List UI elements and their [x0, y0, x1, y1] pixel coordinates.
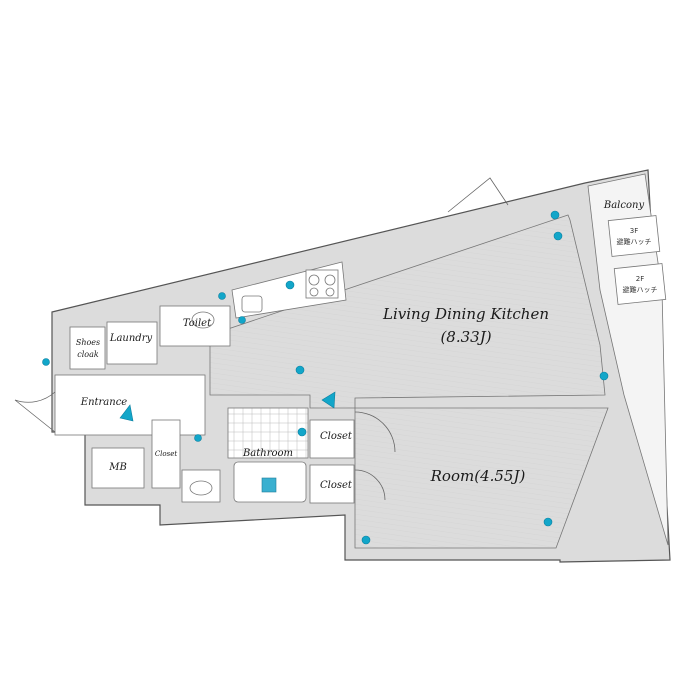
outlet-icon [238, 316, 246, 324]
bathroom-label: Bathroom [242, 448, 293, 459]
small-closet-area [151, 419, 181, 489]
balcony-label: Balcony [603, 200, 645, 211]
outlet-icon [543, 517, 553, 527]
shoes-label: Shoes [76, 338, 100, 347]
switch-icon [321, 391, 336, 409]
burner-icon [324, 274, 336, 286]
hatch-3f-floor: 3F [630, 227, 638, 235]
hatch-2f-text: 避難ハッチ [623, 285, 658, 294]
outlet-icon [42, 358, 50, 366]
outlet-icon [194, 434, 202, 442]
intercom-icon [119, 404, 134, 422]
burner-icon [308, 274, 320, 286]
small-closet-label: Closet [155, 450, 178, 458]
ldk-size-label: (8.33J) [440, 328, 491, 346]
drain-icon [261, 477, 277, 493]
washbasin-sink-icon [189, 480, 213, 496]
outlet-icon [599, 371, 609, 381]
toilet-label: Toilet [183, 318, 212, 329]
entrance-door [14, 391, 56, 433]
closet-2-label: Closet [320, 480, 353, 491]
hatch-2f-box [613, 263, 667, 305]
entrance-label: Entrance [80, 397, 128, 408]
bathroom-tile-floor [227, 407, 309, 459]
kitchen-sink-icon [241, 295, 263, 313]
outlet-icon [285, 280, 295, 290]
cloak-label: cloak [77, 350, 99, 359]
outlet-icon [297, 427, 307, 437]
laundry-area [106, 321, 158, 365]
shoes-cloak-area [69, 326, 106, 370]
closet-door-arc [354, 469, 386, 501]
toilet-area [159, 305, 231, 347]
mb-box [91, 447, 145, 489]
laundry-label: Laundry [109, 333, 153, 344]
ldk-window-door [447, 177, 509, 213]
burner-icon [325, 287, 335, 297]
ldk-floor [209, 214, 606, 409]
outlet-icon [295, 365, 305, 375]
room-door-arc [354, 411, 396, 453]
toilet-bowl-icon [191, 311, 215, 329]
mb-label: MB [108, 462, 127, 473]
room-label: Room(4.55J) [430, 467, 526, 485]
outlet-icon [550, 210, 560, 220]
hatch-3f-box [607, 215, 661, 257]
closet-1-area [309, 419, 355, 459]
hatch-3f-text: 避難ハッチ [617, 237, 652, 246]
room-floor [354, 407, 609, 549]
closet-1-label: Closet [320, 431, 353, 442]
outlet-icon [218, 292, 226, 300]
hatch-2f-floor: 2F [636, 275, 644, 283]
closet-2-area [309, 464, 355, 504]
ldk-label: Living Dining Kitchen [382, 305, 549, 323]
outlet-icon [361, 535, 371, 545]
outlet-icon [553, 231, 563, 241]
burner-icon [309, 287, 319, 297]
washbasin [181, 469, 221, 503]
